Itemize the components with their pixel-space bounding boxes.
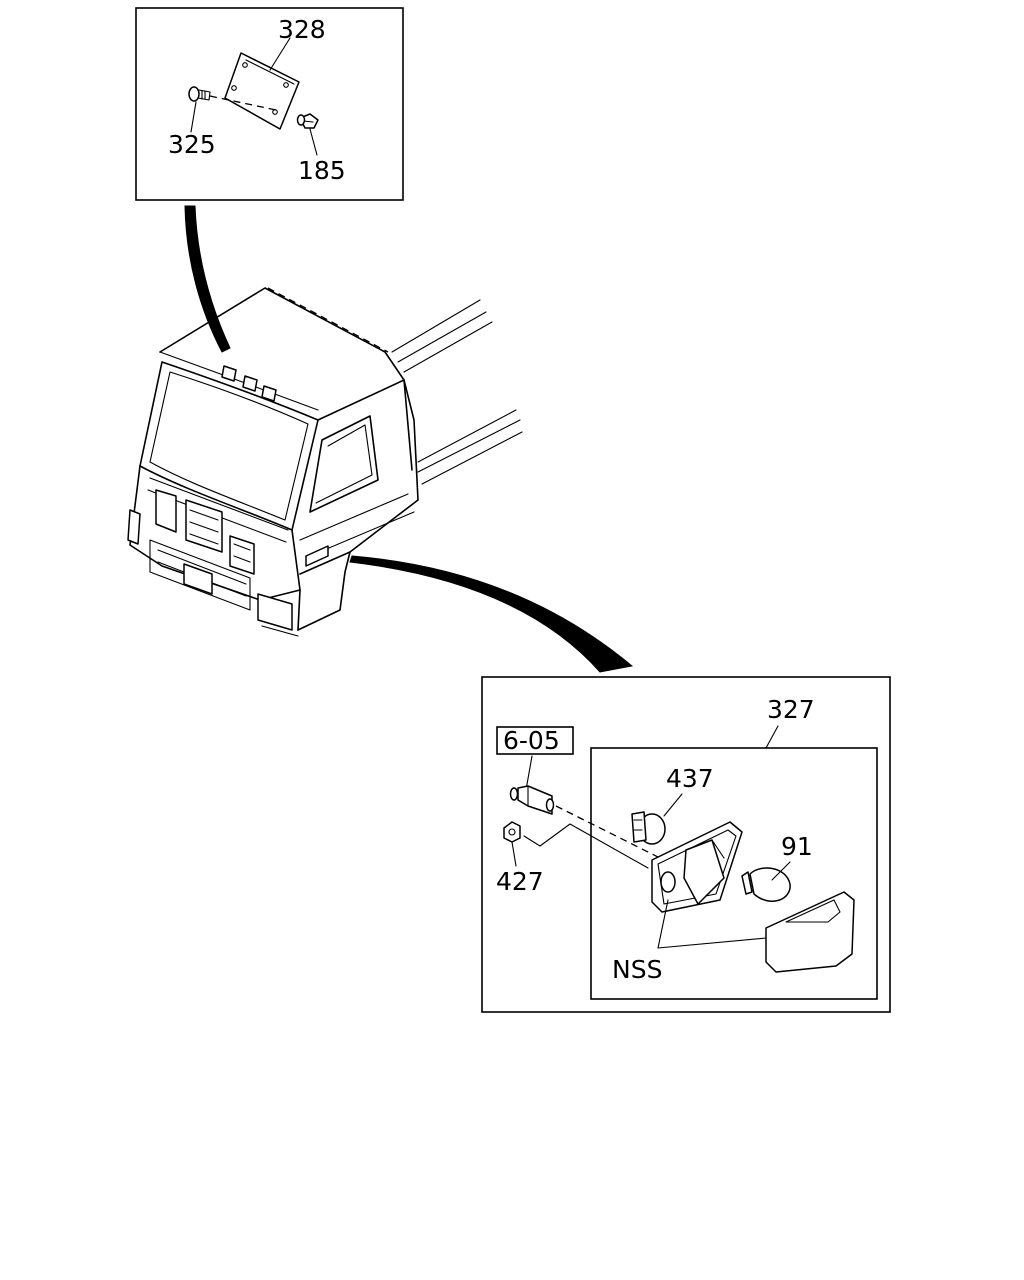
label-427: 427 xyxy=(496,867,544,896)
bottom-callout: 327 6-05 427 437 xyxy=(481,676,891,1013)
label-185: 185 xyxy=(298,156,346,185)
label-6-05: 6-05 xyxy=(503,726,560,755)
truck-cab-illustration xyxy=(127,287,523,637)
lamp-housing-part xyxy=(651,821,743,913)
label-328: 328 xyxy=(278,15,326,44)
leader-line-427 xyxy=(511,841,517,867)
pointer-arrow-top xyxy=(184,205,231,353)
nut-part xyxy=(503,821,521,843)
label-327: 327 xyxy=(767,695,815,724)
leader-lines-nss xyxy=(657,899,767,949)
roof-marker-lamps xyxy=(221,365,277,402)
clip-part xyxy=(296,113,319,129)
leader-line-6-05 xyxy=(525,755,533,791)
bulb-socket-part xyxy=(631,811,666,845)
license-plate-bracket-part xyxy=(224,52,300,130)
top-callout-frame xyxy=(135,7,404,201)
leader-line-437 xyxy=(663,793,683,817)
bottom-callout-frame xyxy=(481,676,891,1013)
label-325: 325 xyxy=(168,130,216,159)
bracket-line-427 xyxy=(523,823,649,869)
label-91: 91 xyxy=(781,832,813,861)
leader-line-325 xyxy=(190,101,197,133)
stud-bolt-part xyxy=(509,785,555,815)
reference-box-6-05 xyxy=(496,726,574,755)
dashed-line-stud xyxy=(555,805,661,859)
assembly-327-frame xyxy=(590,747,878,1000)
leader-line-185 xyxy=(309,128,318,156)
leader-line-327 xyxy=(765,725,779,749)
label-nss: NSS xyxy=(612,955,662,984)
top-callout: 328 325 185 xyxy=(135,7,404,201)
pointer-arrow-bottom xyxy=(349,555,634,673)
leader-line-91 xyxy=(771,861,791,881)
lamp-lens-part xyxy=(765,891,855,973)
screw-part xyxy=(188,86,211,102)
bulb-part xyxy=(741,867,791,902)
leader-line-328 xyxy=(269,37,291,71)
label-437: 437 xyxy=(666,764,714,793)
